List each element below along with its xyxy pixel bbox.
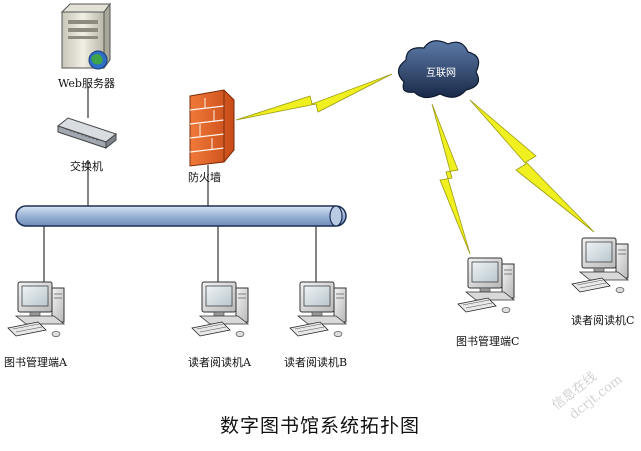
reader-a-pc-icon [191,281,249,338]
mgmt-a-label: 图书管理端A [4,355,68,369]
web-server-icon [60,2,111,70]
firewall-icon [189,89,235,167]
diagram-title: 数字图书馆系统拓扑图 [220,415,420,437]
mgmt-c-label: 图书管理端C [456,334,519,348]
lightning-firewall-internet [235,73,393,121]
mgmt-c-pc-icon [457,257,515,314]
wireless-links [235,73,595,255]
reader-a-label: 读者阅读机A [188,355,252,369]
web-server-label: Web服务器 [58,77,115,90]
firewall-label: 防火墙 [188,170,221,184]
switch-icon [56,117,118,150]
lightning-internet-mgmt-c [431,103,471,255]
reader-c-label: 读者阅读机C [571,313,634,327]
internet-cloud-icon [397,40,480,99]
backbone-bus [15,86,347,282]
switch-label: 交换机 [70,159,103,173]
reader-b-pc-icon [289,281,347,338]
internet-label: 互联网 [426,67,456,79]
reader-b-label: 读者阅读机B [284,355,347,369]
lightning-internet-reader-c [469,99,595,233]
mgmt-a-pc-icon [7,281,65,338]
reader-c-pc-icon [571,237,629,294]
watermark: 信息在线 dcrjt.com [549,369,626,423]
